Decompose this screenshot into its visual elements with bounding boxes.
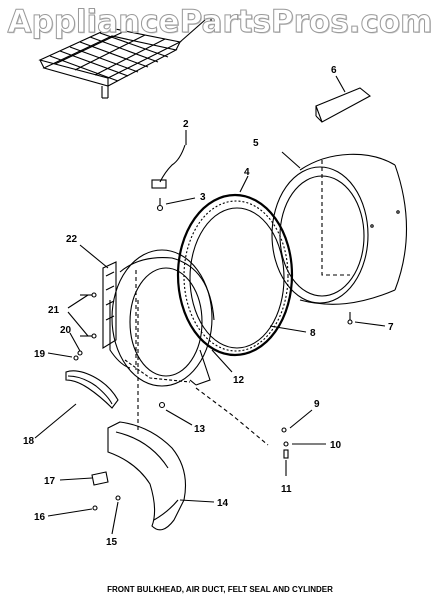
- callout-14: 14: [217, 498, 229, 509]
- part-6-bracket: [315, 75, 371, 123]
- callout-8: 8: [310, 328, 316, 339]
- part-14-air-duct: [107, 300, 215, 531]
- part-1-drying-rack: [38, 19, 206, 99]
- leader-8: [269, 325, 307, 333]
- callout-11: 11: [281, 484, 292, 495]
- callout-2: 2: [183, 119, 189, 130]
- part-15-16-screws: [47, 495, 121, 535]
- callout-17: 17: [44, 476, 56, 487]
- part-2-sensor: [151, 130, 187, 189]
- callout-6: 6: [331, 65, 337, 76]
- part-7-screw: [347, 312, 386, 327]
- callout-3: 3: [200, 192, 206, 203]
- callout-20: 20: [60, 325, 72, 336]
- callout-13: 13: [194, 424, 206, 435]
- part-4-felt-seal: [176, 175, 294, 357]
- part-22-hinge-bracket: [79, 244, 117, 349]
- callout-19: 19: [34, 349, 46, 360]
- callout-labels: 1 2 3 4 5 6 7 8 9 10 11 12 13 14 15 16 1…: [23, 14, 394, 548]
- callout-18: 18: [23, 436, 35, 447]
- callout-4: 4: [244, 167, 250, 178]
- callout-7: 7: [388, 322, 394, 333]
- part-17-label-plate: [59, 471, 109, 486]
- callout-15: 15: [106, 537, 118, 548]
- part-19-20-fasteners: [47, 332, 83, 361]
- callout-5: 5: [253, 138, 259, 149]
- watermark-text: AppliancePartsPros.com: [7, 4, 433, 41]
- diagram-caption: FRONT BULKHEAD, AIR DUCT, FELT SEAL AND …: [107, 585, 333, 594]
- callout-12: 12: [233, 375, 245, 386]
- part-13-screw: [158, 401, 193, 426]
- part-18-lint-screen-housing: [34, 370, 119, 439]
- callout-21: 21: [48, 305, 60, 316]
- part-3-screw: [156, 197, 196, 212]
- callout-1: 1: [208, 14, 214, 25]
- part-21-screws: [67, 292, 97, 339]
- callout-16: 16: [34, 512, 46, 523]
- part-12-front-bulkhead: [109, 249, 233, 387]
- part-9-10-11-fasteners: [195, 387, 326, 476]
- callout-9: 9: [314, 399, 320, 410]
- callout-22: 22: [66, 234, 78, 245]
- callout-10: 10: [330, 440, 342, 451]
